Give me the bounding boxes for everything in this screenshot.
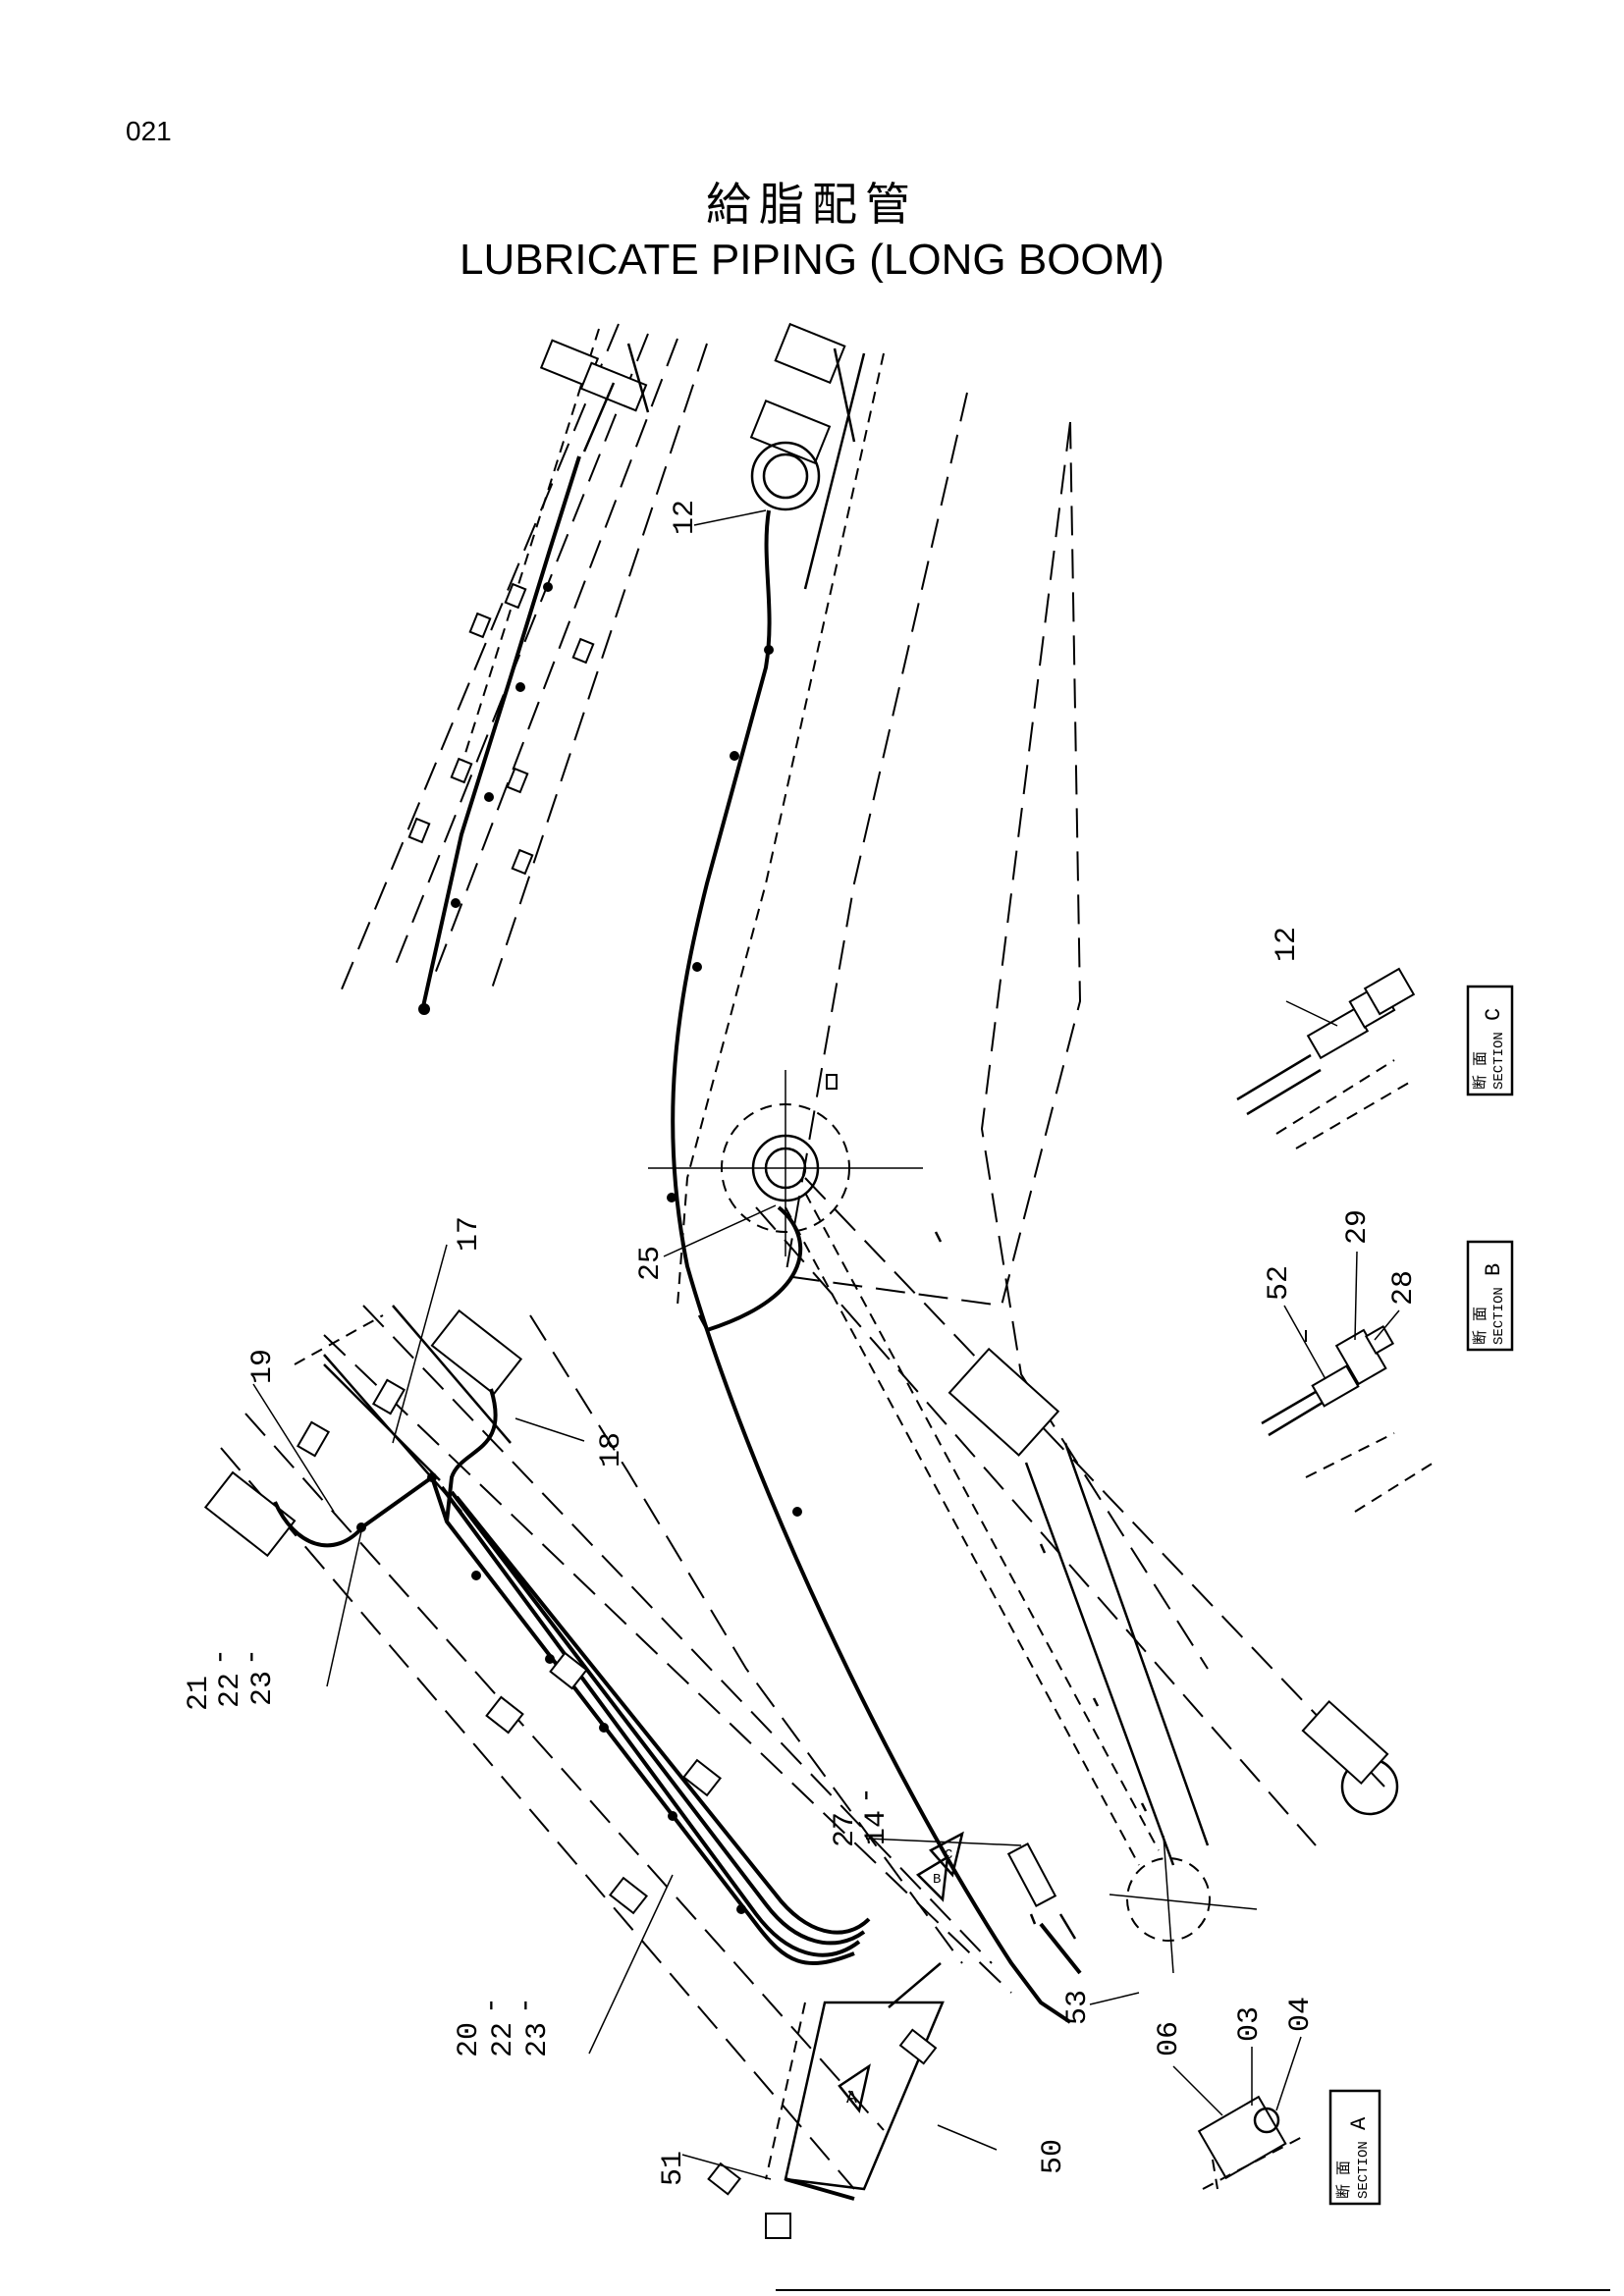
callout-21: 21 [183, 1676, 216, 1711]
callout-12-section-c: 12 [1271, 927, 1304, 962]
callout-51: 51 [657, 2151, 690, 2186]
section-c-detail [1236, 967, 1514, 1149]
callout-18: 18 [595, 1432, 628, 1468]
callout-17: 17 [453, 1216, 486, 1252]
callout-14: 14 [860, 1810, 893, 1845]
section-a-letter: A [1347, 2116, 1372, 2130]
callout-22-b: 22 [487, 2022, 520, 2057]
callout-29: 29 [1341, 1209, 1375, 1245]
section-label-b: 断 面 SECTION B [1472, 1263, 1507, 1345]
callout-23-b: 23 [521, 2022, 555, 2057]
callout-27: 27 [829, 1812, 862, 1847]
callout-dash-2: - [236, 1648, 269, 1666]
section-b-letter: B [1482, 1263, 1506, 1276]
long-boom [648, 322, 1399, 2024]
section-label-a: 断 面 SECTION A [1335, 2116, 1372, 2199]
callout-50: 50 [1037, 2139, 1070, 2174]
page-title: LUBRICATE PIPING (LONG BOOM) [460, 236, 1164, 284]
section-c-jp: 断 面 [1472, 1051, 1489, 1090]
leader-lines [252, 509, 1400, 2180]
callout-03: 03 [1233, 2006, 1267, 2042]
section-b-label: SECTION [1491, 1287, 1507, 1345]
callout-12: 12 [669, 500, 702, 535]
section-a-detail [1197, 2089, 1381, 2206]
callout-19: 19 [246, 1349, 280, 1384]
view-marker-c: C [945, 1847, 952, 1863]
callout-20: 20 [453, 2022, 486, 2057]
callout-dash-4: - [475, 1997, 509, 2014]
page-title-japanese: 給脂配管 [706, 178, 918, 231]
section-c-label: SECTION [1491, 1032, 1507, 1090]
callout-04: 04 [1284, 1997, 1318, 2032]
callout-23-a: 23 [246, 1671, 280, 1706]
section-a-jp: 断 面 [1335, 2161, 1353, 2199]
page-number: 021 [126, 116, 172, 146]
callout-labels: 12 25 17 19 18 21 22 23 - - 27 14 - 53 2… [183, 500, 1421, 2186]
callout-dash-5: - [510, 1997, 543, 2014]
callout-25: 25 [634, 1246, 668, 1281]
callout-52: 52 [1263, 1265, 1296, 1301]
callout-dash-3: - [850, 1787, 884, 1804]
callout-dash-1: - [204, 1648, 238, 1666]
view-marker-a: A [846, 2089, 857, 2109]
section-c-letter: C [1482, 1008, 1506, 1021]
view-marker-b: B [933, 1872, 941, 1888]
callout-53: 53 [1061, 1990, 1095, 2025]
section-b-jp: 断 面 [1472, 1307, 1489, 1345]
section-a-label: SECTION [1356, 2141, 1372, 2199]
arm-lower-segment [203, 1305, 1012, 2239]
view-markers: B C A [846, 1831, 964, 2109]
arm-upper-segment [338, 323, 708, 1015]
callout-22-a: 22 [214, 1673, 247, 1708]
section-b-detail [1261, 1240, 1514, 1513]
callout-06: 06 [1153, 2021, 1186, 2056]
callout-28: 28 [1387, 1270, 1421, 1306]
section-label-c: 断 面 SECTION C [1472, 1008, 1507, 1090]
